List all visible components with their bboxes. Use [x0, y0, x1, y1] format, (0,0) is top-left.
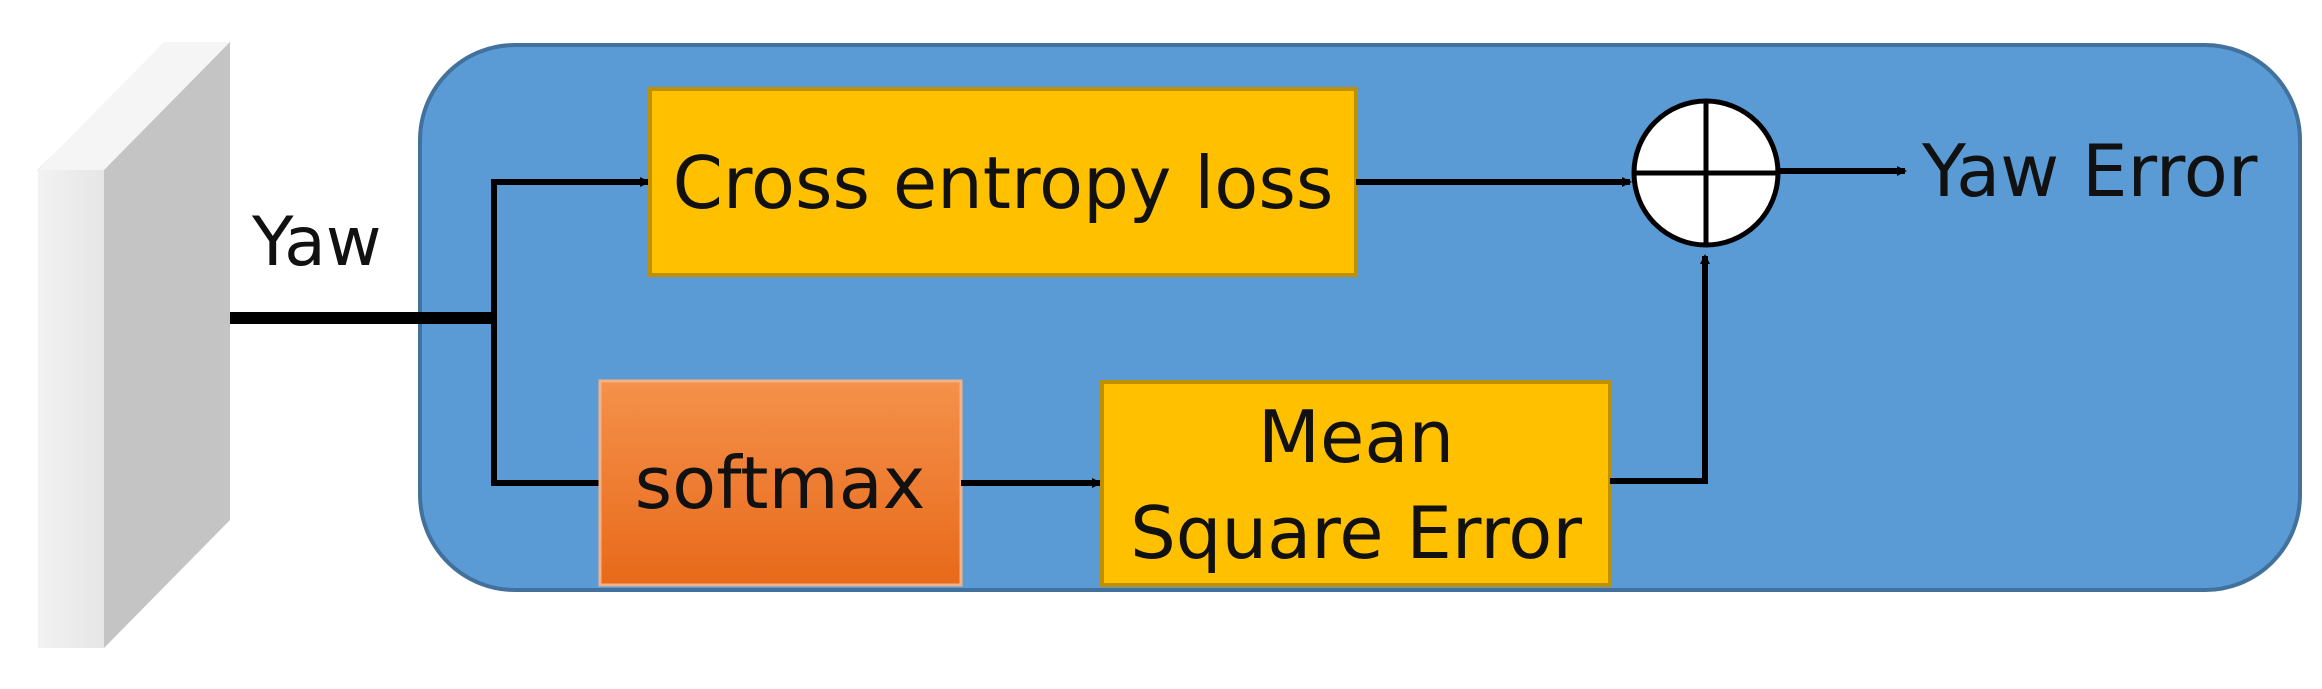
mse-box: Mean Square Error: [1100, 380, 1612, 587]
yaw-error-label: Yaw Error: [1921, 129, 2258, 213]
cross-entropy-box: Cross entropy loss: [648, 87, 1358, 277]
softmax-label: softmax: [635, 441, 926, 525]
softmax-box: softmax: [598, 379, 963, 587]
mse-label-line2: Square Error: [1130, 491, 1582, 575]
slab-front-face: [38, 170, 104, 648]
mse-label-line1: Mean: [1258, 395, 1454, 479]
slab-side-face: [104, 42, 230, 648]
feature-slab: [36, 41, 231, 648]
slab-top-cap: [38, 42, 230, 170]
yaw-input-label: Yaw: [251, 203, 381, 282]
sum-circle-plus-icon: [1631, 98, 1781, 248]
cross-entropy-label: Cross entropy loss: [673, 141, 1334, 225]
arrow-mse-to-sum: [1610, 254, 1710, 484]
